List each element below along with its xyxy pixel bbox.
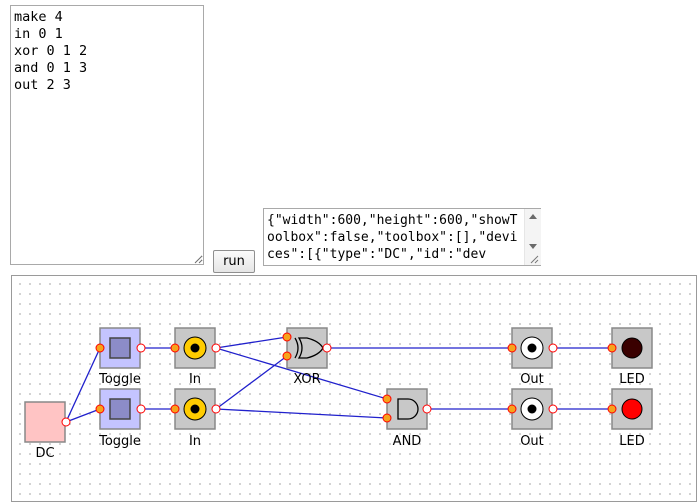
wire-dc-toggle1 <box>65 347 101 423</box>
output-pin[interactable] <box>136 343 146 353</box>
input-pin[interactable] <box>607 404 617 414</box>
wire-in1-xor <box>215 336 288 349</box>
circuit-diagram[interactable]: DC Toggle Toggle In In <box>12 276 697 503</box>
xor-label: XOR <box>293 372 320 387</box>
toggle-button-icon[interactable] <box>109 398 131 420</box>
output-pin[interactable] <box>548 404 558 414</box>
output-node-1[interactable]: Out <box>511 327 553 387</box>
output-pin[interactable] <box>548 343 558 353</box>
out-label: Out <box>520 434 544 449</box>
input-node-2[interactable]: In <box>174 388 216 449</box>
led-1[interactable]: LED <box>611 327 653 387</box>
output-pin[interactable] <box>61 417 71 427</box>
toggle-button-icon[interactable] <box>109 337 131 359</box>
output-pin[interactable] <box>211 404 221 414</box>
input-pin[interactable] <box>170 343 180 353</box>
toggle-label: Toggle <box>98 372 141 387</box>
led-label: LED <box>619 434 644 449</box>
output-pin[interactable] <box>322 343 332 353</box>
json-output[interactable]: {"width":600,"height":600,"showToolbox":… <box>263 208 541 266</box>
input-pin[interactable] <box>607 343 617 353</box>
wire-in2-and <box>215 408 388 419</box>
wire-dc-toggle2 <box>65 408 101 423</box>
and-label: AND <box>393 434 422 449</box>
scroll-down-icon[interactable] <box>528 243 538 250</box>
toggle-label: Toggle <box>98 434 141 449</box>
input-pin[interactable] <box>382 413 392 423</box>
toggle-switch-2[interactable]: Toggle <box>98 388 141 449</box>
source-editor[interactable]: make 4 in 0 1 xor 0 1 2 and 0 1 3 out 2 … <box>10 5 204 265</box>
json-output-scrollbar[interactable] <box>524 209 541 265</box>
input-pins[interactable] <box>95 332 617 423</box>
input-pin[interactable] <box>282 351 292 361</box>
in-label: In <box>189 372 201 387</box>
led-on-icon <box>621 398 643 420</box>
out-label: Out <box>520 372 544 387</box>
xor-gate-icon <box>294 337 324 359</box>
led-label: LED <box>619 372 644 387</box>
wire-in1-and <box>215 347 388 400</box>
output-pin[interactable] <box>136 404 146 414</box>
input-node-1[interactable]: In <box>174 327 216 387</box>
scroll-up-icon[interactable] <box>528 213 538 220</box>
and-gate-icon <box>397 398 419 420</box>
toggle-switch-1[interactable]: Toggle <box>98 327 141 387</box>
wires <box>65 336 612 423</box>
output-pin[interactable] <box>211 343 221 353</box>
input-pin[interactable] <box>507 404 517 414</box>
xor-gate[interactable]: XOR <box>286 327 328 387</box>
in-label: In <box>189 434 201 449</box>
input-pin[interactable] <box>95 343 105 353</box>
output-node-2[interactable]: Out <box>511 388 553 449</box>
circuit-canvas[interactable]: DC Toggle Toggle In In <box>11 275 697 502</box>
dc-label: DC <box>35 446 54 461</box>
input-pin[interactable] <box>507 343 517 353</box>
output-pin[interactable] <box>422 404 432 414</box>
dc-source[interactable]: DC <box>24 401 66 461</box>
and-gate[interactable]: AND <box>386 388 428 449</box>
input-pin[interactable] <box>282 332 292 342</box>
input-pin[interactable] <box>95 404 105 414</box>
resize-grip-icon[interactable] <box>529 254 539 264</box>
led-2[interactable]: LED <box>611 388 653 449</box>
output-pins[interactable] <box>61 343 558 427</box>
led-off-icon <box>621 337 643 359</box>
input-pin[interactable] <box>170 404 180 414</box>
wire-in2-xor <box>215 355 288 410</box>
resize-grip-icon[interactable] <box>193 254 203 264</box>
input-pin[interactable] <box>382 394 392 404</box>
run-button[interactable]: run <box>213 250 255 273</box>
